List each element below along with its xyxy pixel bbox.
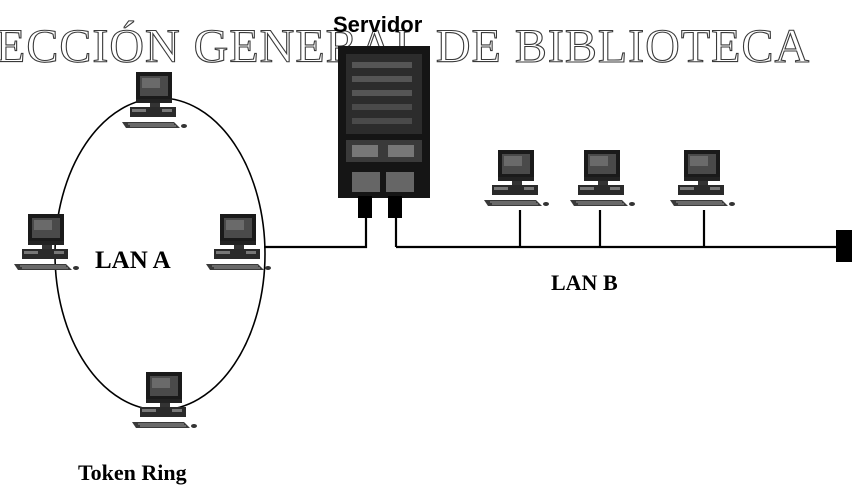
lan-a-node-right	[206, 214, 271, 270]
bus-terminator-icon	[836, 230, 852, 262]
lan-a-node-left	[14, 214, 79, 270]
lan-b-node-2	[570, 150, 635, 206]
server-tower-icon	[338, 46, 430, 218]
token-ring-label: Token Ring	[78, 460, 187, 485]
lan-a-label: LAN A	[95, 247, 171, 274]
server-label: Servidor	[333, 12, 423, 37]
lan-b-node-1	[484, 150, 549, 206]
link-server-lan-a	[264, 218, 366, 247]
lan-b-label: LAN B	[551, 270, 618, 295]
lan-b-node-3	[670, 150, 735, 206]
lan-a-node-bottom	[132, 372, 197, 428]
